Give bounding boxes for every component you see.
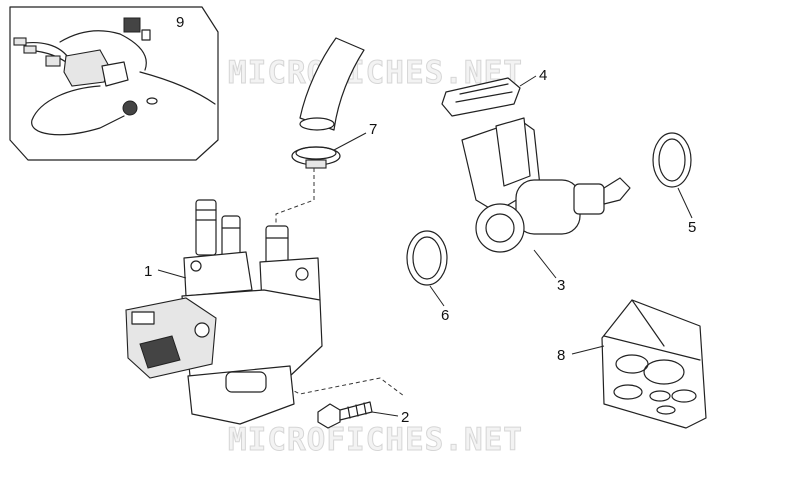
harness-wire [119,33,147,71]
kit-bag-fold [631,299,665,347]
part-8-gasket-kit [601,299,707,429]
kit-bag [601,299,707,429]
part-3-regulator [461,117,631,253]
part-6-o-ring [406,230,448,286]
watermark-bottom: MICROFICHES.NET [228,422,523,458]
callout-8: 8 [557,347,565,364]
hose-body [299,37,365,131]
harness-connector [141,29,151,41]
cover-rib [455,91,513,103]
kit-bag-fold [603,335,701,361]
callout-7: 7 [369,121,377,138]
watermark-top: MICROFICHES.NET [228,55,523,91]
part-5-o-ring [652,132,692,188]
pump-bolt [190,260,202,272]
part-1-pump-body [125,199,323,425]
callout-9: 9 [176,14,184,31]
regulator-stem [573,183,605,215]
kit-o-ring [643,359,685,385]
kit-o-ring [649,390,671,402]
harness-wire [139,71,216,105]
harness-connector [45,55,61,67]
o-ring-inner [658,138,686,182]
kit-o-ring [656,405,676,415]
regulator-port-inner [485,213,515,243]
harness-connector [123,17,141,33]
screw-thread [347,406,351,419]
pump-outlet [225,371,267,393]
fuel-hose [299,37,365,131]
pump-sensor-connector [139,335,181,369]
kit-o-ring [615,354,649,374]
leader-2 [371,411,399,417]
regulator-tip [603,177,631,205]
pump-nozzle [195,199,217,256]
hose-end [299,117,335,131]
harness-relay [101,61,129,87]
o-ring-outer [406,230,448,286]
kit-o-ring [613,384,643,400]
leader-7 [333,132,367,151]
callout-1: 1 [144,263,152,280]
pump-base [187,365,295,425]
screw-head [317,403,341,429]
harness-grommet [146,97,158,105]
callout-6: 6 [441,307,449,324]
leader-5 [677,187,693,219]
harness-module [63,49,111,87]
part-2-screw [317,401,373,429]
pump-sensor-label [131,311,155,325]
pump-upper-block [183,251,253,297]
harness-terminal [13,37,27,46]
callout-4: 4 [539,67,547,84]
leader-3 [533,249,557,279]
harness-wire [59,30,121,43]
leader-1 [157,269,187,279]
pump-screw [194,322,210,338]
leader-4 [519,75,537,87]
kit-o-ring [671,389,697,403]
leader-6 [429,285,445,307]
alignment-line [275,168,315,228]
screw-thread [363,402,367,415]
screw-thread [355,404,359,417]
callout-5: 5 [688,219,696,236]
callout-2: 2 [401,409,409,426]
clamp-tab [305,159,327,169]
pump-bolt [295,267,309,281]
callout-3: 3 [557,277,565,294]
harness-terminal [23,45,37,54]
leader-8 [571,345,605,355]
regulator-housing-face [495,117,531,187]
cover-rib [459,83,509,95]
part-7-hose-clamp [291,146,341,169]
clamp-band-inner [295,146,337,160]
part-4-cover [441,77,521,117]
harness-wire [31,85,125,136]
o-ring-inner [412,236,442,280]
harness-sensor [122,100,138,116]
part-9-wiring-harness-inset [9,6,219,161]
regulator-body [515,179,581,235]
